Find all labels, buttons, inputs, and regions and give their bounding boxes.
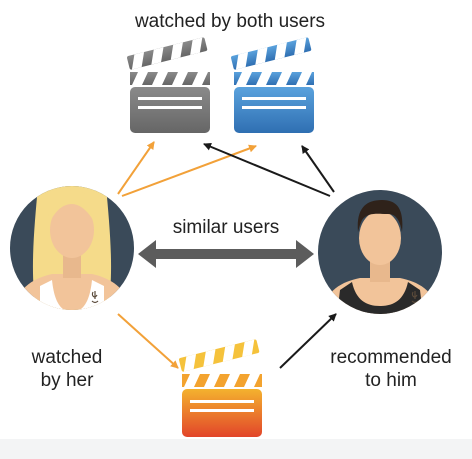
- label-recommended-to-him: recommended to him: [316, 346, 466, 392]
- bottom-band: [0, 439, 472, 459]
- clapperboard-orange-icon: [179, 339, 262, 437]
- label-watched-by-her: watched by her: [12, 346, 122, 392]
- his-arrows: [203, 142, 337, 369]
- arrow-orange-to-him: [279, 313, 337, 369]
- label-recommended-line2: to him: [365, 370, 417, 391]
- label-recommended-line1: recommended: [330, 347, 452, 368]
- label-similar-users: similar users: [172, 217, 280, 238]
- arrow-her-to-blue: [121, 144, 257, 197]
- label-watched-line1: watched: [31, 347, 103, 368]
- man-avatar-icon: [318, 190, 442, 314]
- similar-users-arrow: [138, 240, 314, 268]
- label-watched-line2: by her: [40, 370, 94, 391]
- arrow-her-to-gray: [117, 141, 155, 195]
- label-watched-by-both: watched by both users: [134, 11, 326, 32]
- clapperboard-blue-icon: [231, 37, 314, 133]
- clapperboard-gray-icon: [127, 37, 210, 133]
- arrow-him-to-blue: [301, 145, 335, 193]
- her-watched-arrows: [117, 141, 257, 369]
- woman-avatar-icon: [10, 186, 134, 310]
- arrow-her-to-orange: [117, 313, 179, 369]
- arrow-him-to-gray: [203, 142, 331, 197]
